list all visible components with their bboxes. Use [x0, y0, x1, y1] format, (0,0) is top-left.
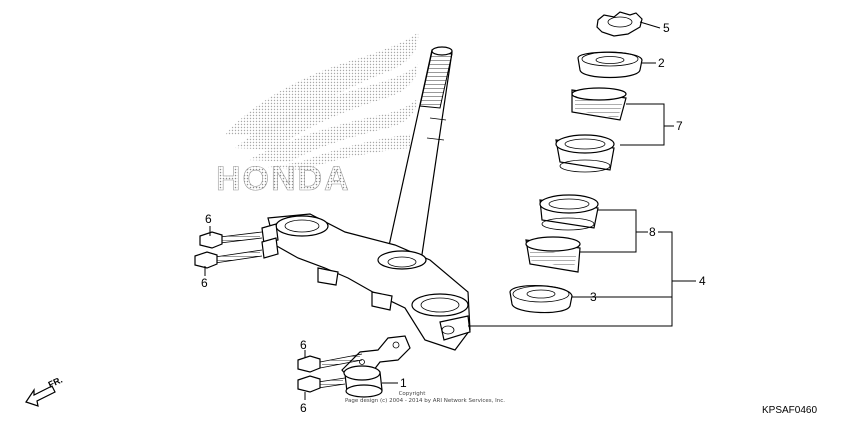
leader-lines: [204, 21, 696, 400]
crown-pinch-bolt-lower: [194, 249, 263, 269]
front-label: FR.: [47, 375, 64, 390]
callout-2: 2: [658, 56, 665, 70]
upper-bearing-race: [555, 134, 615, 173]
catalog-code: KPSAF0460: [762, 405, 817, 416]
callout-1: 1: [400, 376, 407, 390]
honda-wing-logo: HONDA: [216, 32, 419, 198]
copyright-line-2: Page design (c) 2004 - 2014 by ARI Netwo…: [345, 398, 505, 404]
callout-6-lower-bottom: 6: [300, 401, 307, 415]
lower-dust-seal: [509, 285, 573, 314]
lower-tapered-bearing: [525, 236, 581, 273]
callout-5: 5: [663, 21, 670, 35]
callout-3: 3: [590, 290, 597, 304]
front-arrow-icon: [25, 385, 56, 407]
bracket-bolt-upper: [297, 353, 363, 373]
callout-6-upper-left: 6: [205, 212, 212, 226]
callout-6-lower-left: 6: [201, 276, 208, 290]
callout-6-upper-bottom: 6: [300, 338, 307, 352]
callout-8: 8: [649, 225, 656, 239]
copyright-line-1: Copyright: [399, 391, 427, 397]
stem-collar: [343, 365, 383, 398]
honda-logo-text: HONDA: [216, 160, 351, 198]
bearing-dust-seal: [577, 51, 643, 79]
upper-tapered-bearing: [571, 87, 627, 121]
steering-stem-crown: [261, 213, 471, 351]
bracket-bolt-lower: [297, 375, 346, 393]
callouts: 5 2 7 8 4 3 1 6 6 6 6: [201, 21, 706, 415]
steering-stem: [384, 46, 453, 269]
callout-7: 7: [676, 119, 683, 133]
front-direction-indicator: FR.: [25, 375, 64, 407]
stem-nut: [596, 11, 643, 37]
lower-bearing-race: [539, 194, 599, 231]
callout-4: 4: [699, 274, 706, 288]
crown-pinch-bolt-upper: [199, 231, 263, 249]
